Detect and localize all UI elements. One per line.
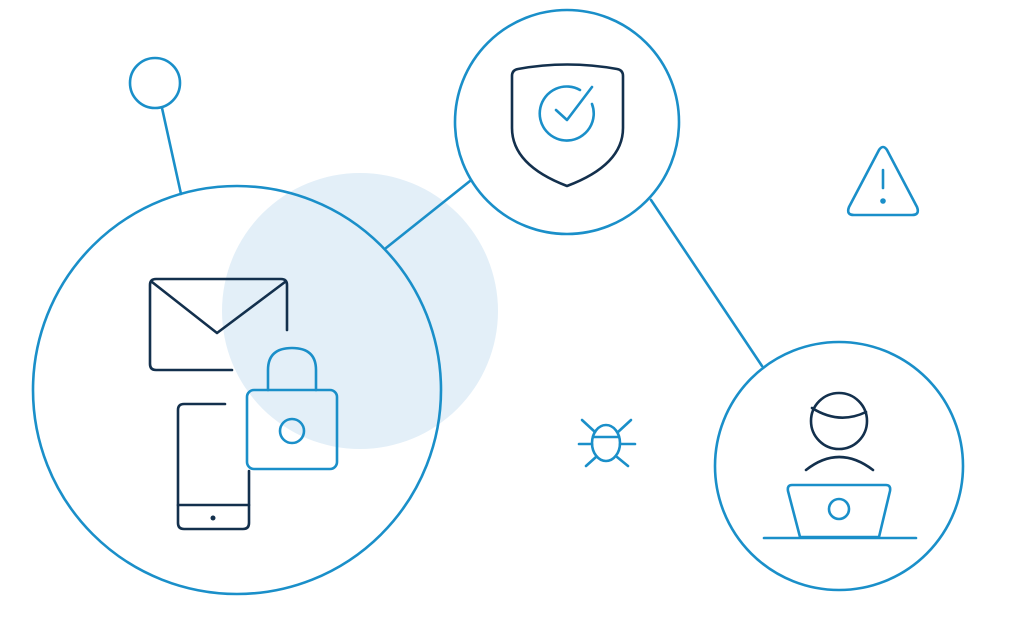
padlock-icon [245,346,339,471]
user-laptop-icon [762,391,918,540]
bug-icon [577,418,637,468]
device-node-circle [31,184,443,596]
smartphone-icon [176,402,251,531]
connector-lines [160,106,764,368]
warning-icon [846,145,920,217]
highlight-circle [222,173,498,449]
connector-line [384,179,472,250]
connector-line [160,106,183,196]
shield-node-circle [453,8,681,236]
user-node-circle [713,340,965,592]
envelope-icon [148,277,289,372]
node-circle-icon [128,56,182,110]
shield-check-icon [510,63,625,188]
connector-line [649,198,764,368]
